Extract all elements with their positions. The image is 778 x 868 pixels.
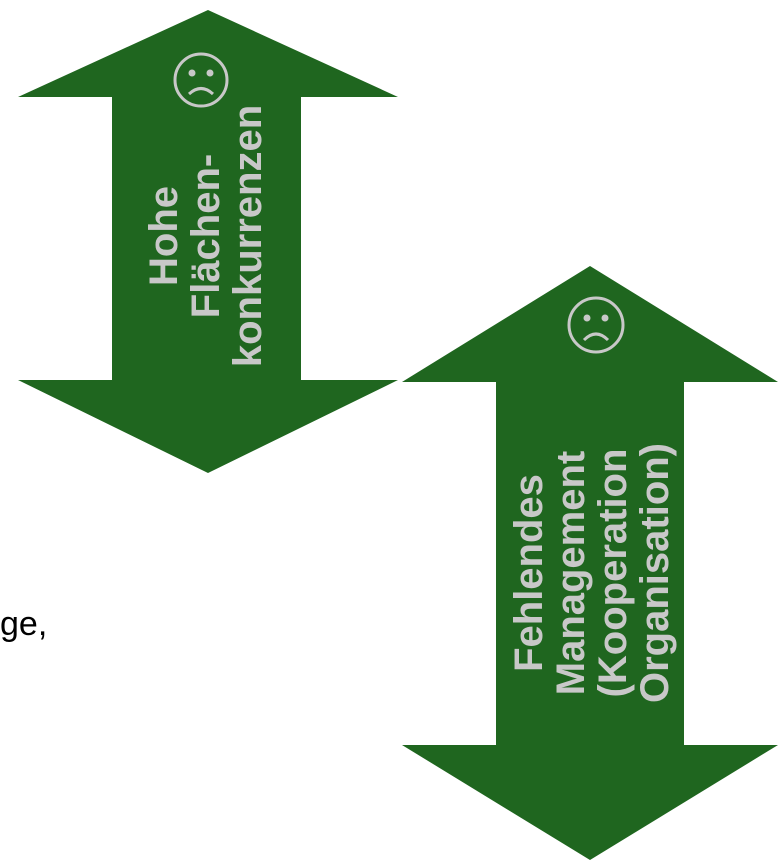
arrow-top-line-2: Flächen- <box>184 154 228 318</box>
sad-face-icon <box>173 52 229 108</box>
arrow-shape-bottom <box>402 266 778 860</box>
sad-face-icon <box>567 296 625 354</box>
arrow-bottom-line-3: (Kooperation <box>591 449 635 698</box>
double-arrow-bottom: Fehlendes Management (Kooperation Organi… <box>402 266 778 860</box>
double-arrow-top: Hohe Flächen- konkurrenzen <box>18 10 398 473</box>
arrow-top-line-1: Hohe <box>142 186 186 286</box>
arrow-bottom-line-2: Management <box>549 451 593 696</box>
arrow-shape-top <box>18 10 398 473</box>
cropped-side-text: ge, <box>0 605 48 643</box>
arrow-bottom-line-4: Organisation) <box>633 443 677 703</box>
arrow-bottom-line-1: Fehlendes <box>507 474 551 672</box>
arrow-top-line-3: konkurrenzen <box>226 105 270 367</box>
